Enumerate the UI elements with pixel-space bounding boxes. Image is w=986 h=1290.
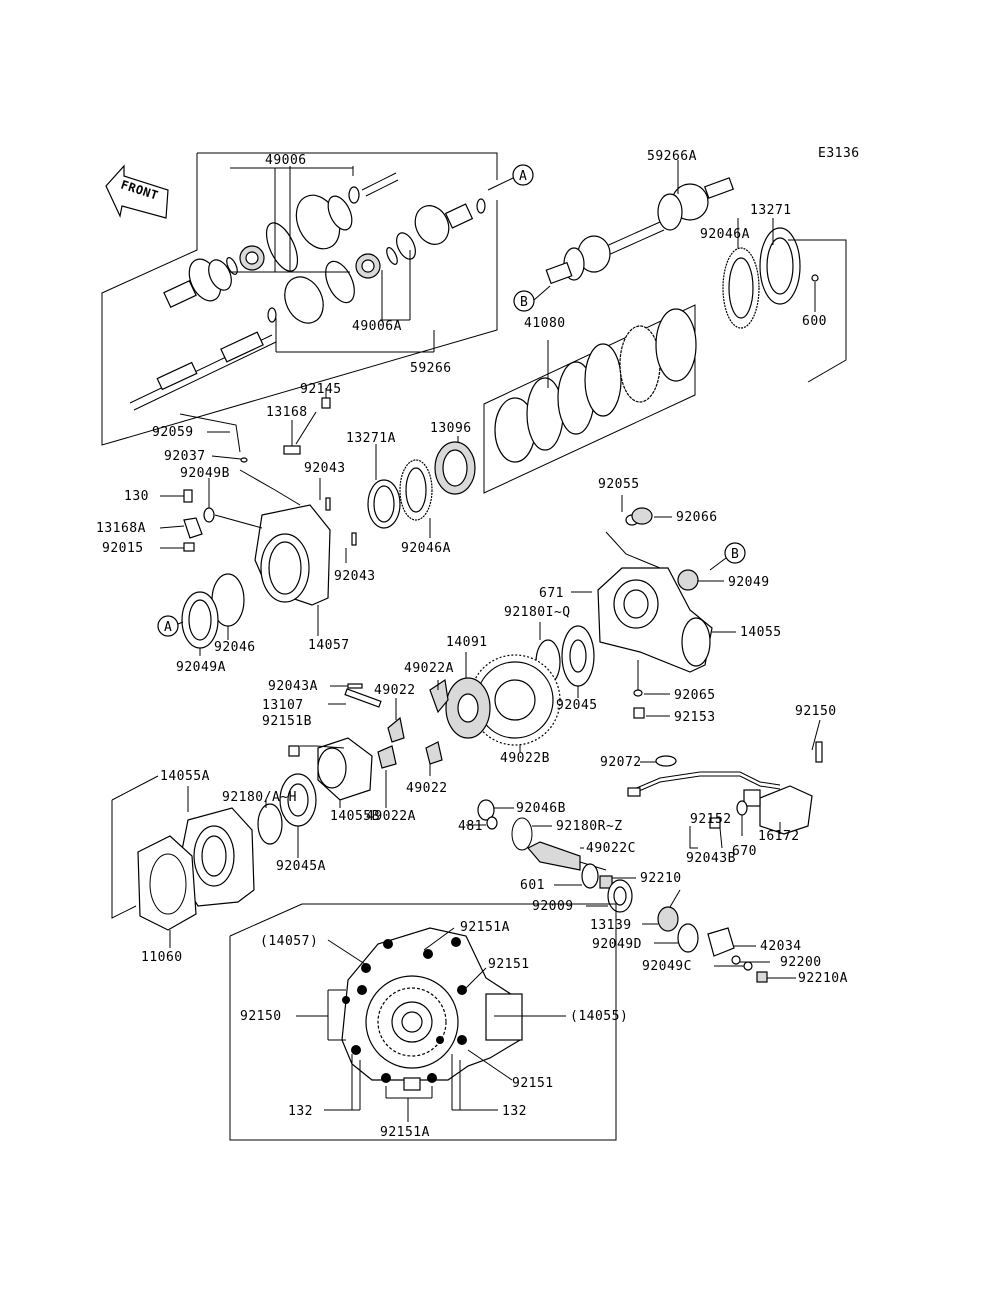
- label-49006a: 49006A: [352, 319, 402, 334]
- label-14055: 14055: [740, 625, 782, 640]
- label-49006: 49006: [265, 153, 307, 168]
- label-92151a-bot: 92151A: [380, 1125, 430, 1140]
- label-92065: 92065: [674, 688, 716, 703]
- label-13271: 13271: [750, 203, 792, 218]
- housing-14057: [159, 388, 357, 656]
- label-92055: 92055: [598, 477, 640, 492]
- ring-group-13096: [367, 436, 476, 538]
- label-92045a: 92045A: [276, 859, 326, 874]
- label-13271a: 13271A: [346, 431, 396, 446]
- rear-shaft-group: [545, 160, 847, 383]
- actuator-16172: [627, 719, 823, 849]
- svg-text:A: A: [519, 169, 527, 184]
- label-14057-paren: (14057): [260, 934, 318, 949]
- diagram-code: E3136: [818, 146, 860, 161]
- label-92049c: 92049C: [642, 959, 692, 974]
- label-92153: 92153: [674, 710, 716, 725]
- label-49022-top: 49022: [374, 683, 416, 698]
- label-92151-upper: 92151: [488, 957, 530, 972]
- label-92180iq: 92180I~Q: [504, 605, 571, 620]
- label-14091: 14091: [446, 635, 488, 650]
- front-arrow-icon: FRONT: [105, 164, 169, 219]
- label-92046: 92046: [214, 640, 256, 655]
- label-92049: 92049: [728, 575, 770, 590]
- label-92043b: 92043B: [686, 851, 736, 866]
- label-59266a: 59266A: [647, 149, 697, 164]
- label-132-left: 132: [288, 1104, 313, 1119]
- assembly-inset: [229, 903, 617, 1141]
- label-92200: 92200: [780, 955, 822, 970]
- label-41080: 41080: [524, 316, 566, 331]
- label-92150-right: 92150: [795, 704, 837, 719]
- label-14055b: 14055B: [330, 809, 380, 824]
- label-92145: 92145: [300, 382, 342, 397]
- label-13168a: 13168A: [96, 521, 146, 536]
- pinion-49022c: [466, 799, 796, 983]
- label-14057: 14057: [308, 638, 350, 653]
- label-92059: 92059: [152, 425, 194, 440]
- cover-14055a: [111, 775, 255, 948]
- callout-b-mid: B: [709, 542, 746, 571]
- label-92150-inset: 92150: [240, 1009, 282, 1024]
- label-92043-mid: 92043: [334, 569, 376, 584]
- label-130: 130: [124, 489, 149, 504]
- callout-b-top: B: [513, 285, 551, 312]
- label-11060: 11060: [141, 950, 183, 965]
- label-92049b: 92049B: [180, 466, 230, 481]
- label-92043a: 92043A: [268, 679, 318, 694]
- label-14055-paren: (14055): [570, 1009, 628, 1024]
- label-49022c: 49022C: [586, 841, 636, 856]
- label-92180rz: 92180R~Z: [556, 819, 623, 834]
- label-92210: 92210: [640, 871, 682, 886]
- label-670: 670: [732, 844, 757, 859]
- label-92046a-mid: 92046A: [401, 541, 451, 556]
- label-92151b: 92151B: [262, 714, 312, 729]
- label-92046b: 92046B: [516, 801, 566, 816]
- label-132-right: 132: [502, 1104, 527, 1119]
- front-shaft-group: [101, 152, 498, 446]
- label-13139: 13139: [590, 918, 632, 933]
- label-92043-top: 92043: [304, 461, 346, 476]
- label-13107: 13107: [262, 698, 304, 713]
- housing-14055: [571, 495, 736, 719]
- label-92210a: 92210A: [798, 971, 848, 986]
- callout-a-mid: A: [157, 615, 184, 637]
- label-16172: 16172: [758, 829, 800, 844]
- label-92049d: 92049D: [592, 937, 642, 952]
- label-92015: 92015: [102, 541, 144, 556]
- label-601: 601: [520, 878, 545, 893]
- label-671: 671: [539, 586, 564, 601]
- label-92151a-top: 92151A: [460, 920, 510, 935]
- label-481: 481: [458, 819, 483, 834]
- label-92049a: 92049A: [176, 660, 226, 675]
- clutch-pack-41080: [483, 304, 697, 494]
- label-92072: 92072: [600, 755, 642, 770]
- callout-a-top: A: [487, 164, 534, 191]
- label-92152: 92152: [690, 812, 732, 827]
- svg-text:B: B: [520, 295, 528, 310]
- label-92037: 92037: [164, 449, 206, 464]
- label-49022b: 49022B: [500, 751, 550, 766]
- label-600: 600: [802, 314, 827, 329]
- label-49022a-bot: 49022A: [366, 809, 416, 824]
- label-14055a: 14055A: [160, 769, 210, 784]
- label-92066: 92066: [676, 510, 718, 525]
- svg-text:A: A: [164, 620, 172, 635]
- label-42034: 42034: [760, 939, 802, 954]
- label-92151-lower: 92151: [512, 1076, 554, 1091]
- svg-text:B: B: [731, 547, 739, 562]
- label-92009: 92009: [532, 899, 574, 914]
- label-49022a-top: 49022A: [404, 661, 454, 676]
- label-59266: 59266: [410, 361, 452, 376]
- label-49022-bot: 49022: [406, 781, 448, 796]
- label-92180ah: 92180/A~H: [222, 790, 297, 805]
- label-13168: 13168: [266, 405, 308, 420]
- differential-center: [257, 622, 595, 858]
- label-13096: 13096: [430, 421, 472, 436]
- label-92045: 92045: [556, 698, 598, 713]
- label-92046a-top: 92046A: [700, 227, 750, 242]
